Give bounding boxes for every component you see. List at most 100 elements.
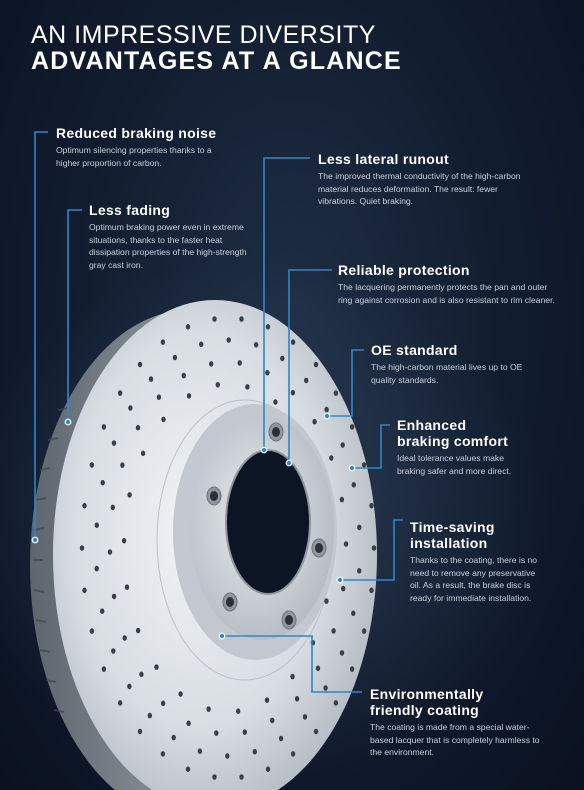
drilled-hole [369,587,374,594]
drilled-hole [265,369,270,376]
leader-reliable-protection [288,269,332,463]
drilled-hole [302,714,308,720]
drilled-hole [242,729,247,735]
drilled-hole [265,766,271,772]
callout-oe-standard: OE standard The high-carbon material liv… [371,342,533,386]
drilled-hole [339,496,345,503]
callout-description: The improved thermal conductivity of the… [318,171,521,206]
drilled-hole [340,442,345,448]
drilled-hole [312,418,317,425]
drilled-hole [349,424,355,430]
title-line-2: ADVANTAGES AT A GLANCE [31,47,402,75]
drilled-hole [107,549,113,555]
drilled-hole [237,360,242,366]
drilled-hole [111,440,117,446]
drilled-hole [349,666,355,672]
drilled-hole [357,568,362,574]
drilled-hole [117,390,123,396]
drilled-hole [290,751,296,757]
drilled-hole [171,734,176,741]
drilled-hole [361,462,367,468]
drilled-hole [226,337,231,343]
leader-less-lateral-runout [263,157,310,450]
drilled-hole [161,416,166,423]
drilled-hole [117,700,123,706]
drilled-hole [323,685,328,691]
drilled-hole [79,545,85,551]
drilled-hole [371,545,377,551]
drilled-hole [122,635,127,641]
callout-reduced-braking-noise: Reduced braking noise Optimum silencing … [56,125,221,169]
drilled-hole [333,390,339,396]
drilled-hole [253,342,259,348]
drilled-hole [245,384,250,390]
drilled-hole [101,424,107,430]
drilled-hole [273,399,278,405]
drilled-hole [278,735,284,742]
drilled-hole [324,598,329,604]
drilled-hole [225,753,230,759]
callout-title: Reliable protection [338,262,470,278]
drilled-hole [290,389,296,396]
drilled-hole [329,455,334,461]
drilled-hole [178,691,183,697]
drilled-hole [140,450,146,457]
drilled-hole [270,717,275,724]
callout-enhanced-braking-comfort: Enhanced braking comfort Ideal tolerance… [397,417,517,477]
drilled-hole [215,382,220,388]
drilled-hole [185,766,191,772]
drilled-hole [369,502,374,509]
leader-lines [34,131,403,693]
drilled-hole [351,482,356,488]
drilled-hole [181,372,186,379]
drilled-hole [252,748,257,755]
drilled-hole [341,585,346,592]
title-line-1: AN IMPRESSIVE DIVERSITY [31,21,376,49]
drilled-hole [120,462,125,468]
drilled-hole [304,377,309,384]
drilled-hole [137,728,143,735]
drilled-hole [82,502,87,509]
drilled-hole [294,696,300,702]
callout-description: Optimum silencing properties thanks to a… [56,145,212,168]
leader-oe-standard [327,349,364,417]
drilled-hole [94,565,99,572]
drilled-hole [89,462,95,468]
drilled-hole [280,355,285,362]
drilled-hole [100,608,105,614]
drilled-hole [197,748,203,754]
callout-description: Thanks to the coating, there is no need … [410,555,538,603]
drilled-hole [94,522,100,528]
drilled-hole [333,700,339,706]
drilled-hole [160,751,166,757]
drilled-hole [199,341,204,348]
callout-less-fading: Less fading Optimum braking power even i… [89,202,261,271]
drilled-hole [101,666,107,672]
drilled-hole [172,354,178,361]
drilled-hole [265,324,271,330]
drilled-hole [154,664,159,670]
drilled-hole [206,706,211,712]
callout-title: OE standard [371,342,458,358]
drilled-hole [313,728,319,735]
drilled-hole [361,628,367,634]
drilled-hole [214,730,219,736]
drilled-hole [110,504,116,511]
callout-environmentally-friendly-coating: Environmentally friendly coating The coa… [370,686,540,759]
callout-description: Ideal tolerance values make braking safe… [397,453,512,476]
leader-enhanced-braking-comfort [352,424,390,469]
drilled-hole [186,393,192,399]
callout-description: The coating is made from a special water… [370,722,540,757]
callout-less-lateral-runout: Less lateral runout The improved thermal… [318,151,538,208]
drilled-hole [89,628,95,634]
drilled-hole [139,671,144,678]
leader-dots [31,412,356,640]
drilled-hole [351,610,356,617]
drilled-hole [357,524,362,531]
drilled-hole [156,394,162,401]
drilled-hole [82,587,87,594]
drilled-hole [121,537,127,544]
drilled-hole [135,627,141,634]
drilled-hole [264,697,270,703]
